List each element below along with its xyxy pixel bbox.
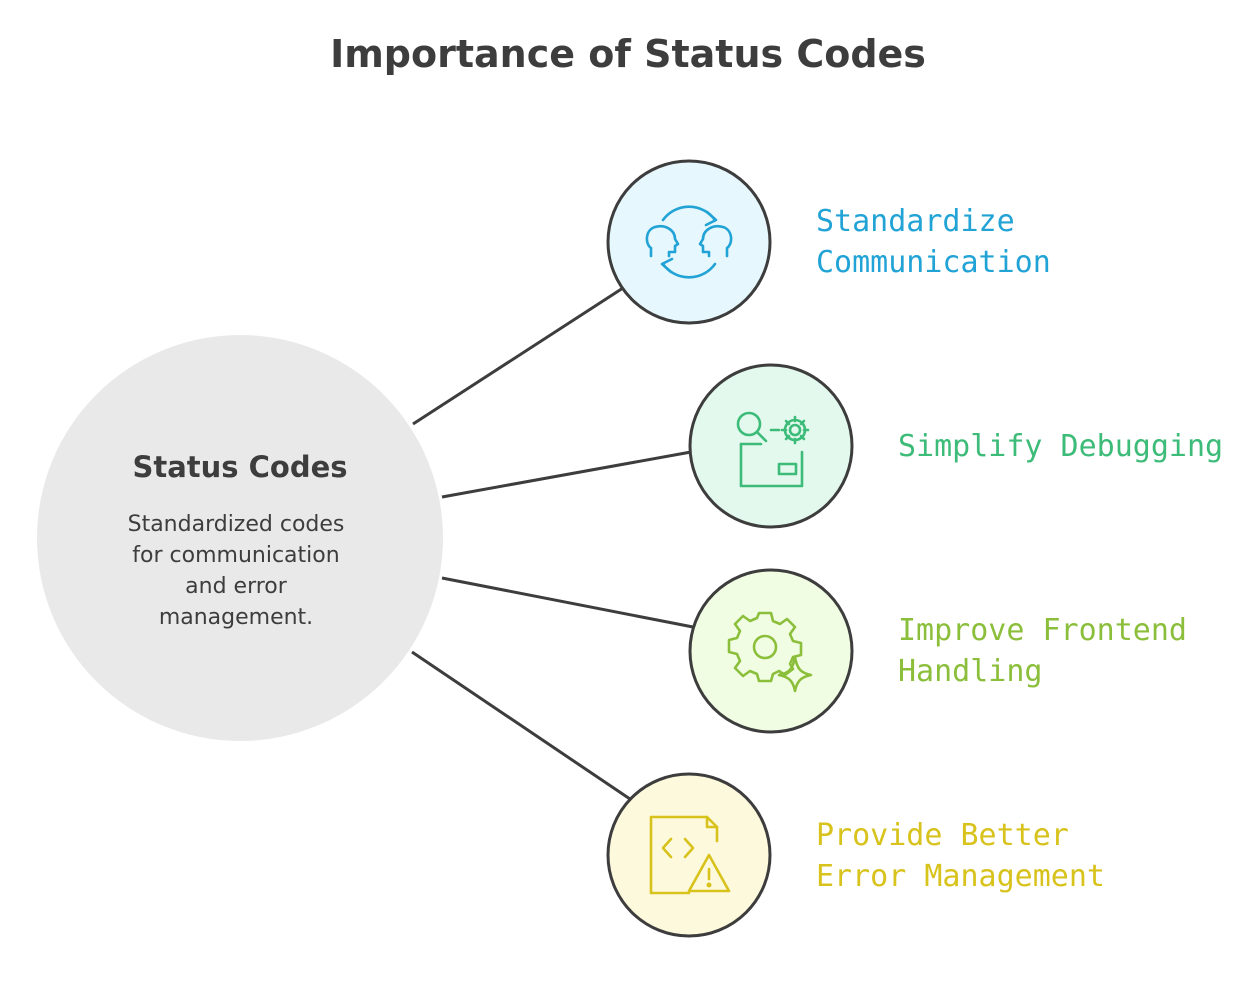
item-label-line: Error Management <box>816 859 1105 894</box>
item-circle <box>688 363 854 529</box>
item-label-line: Communication <box>816 245 1051 280</box>
item-simplify-debugging: Simplify Debugging <box>688 363 1223 529</box>
item-improve-frontend-handling: Improve Frontend Handling <box>688 568 1187 734</box>
connector-line-frontend <box>441 576 694 629</box>
connector-line-debugging <box>441 450 692 499</box>
item-circle <box>606 159 772 325</box>
code-file-warning-icon <box>649 815 731 895</box>
center-node-title: Status Codes <box>132 450 347 484</box>
connector-line-standardize <box>412 286 624 426</box>
item-standardize-communication: Standardize Communication <box>606 159 1051 325</box>
item-circle <box>688 568 854 734</box>
search-debug-gear-icon <box>736 411 810 488</box>
center-node-description-line: for communication <box>132 543 339 568</box>
center-node-description-line: and error <box>185 574 288 599</box>
center-node-circle <box>37 335 443 741</box>
center-node-description-line: management. <box>159 605 313 630</box>
diagram-title: Importance of Status Codes <box>330 32 926 76</box>
item-label-line: Improve Frontend <box>898 613 1187 648</box>
center-node: Status Codes Standardized codes for comm… <box>37 335 443 741</box>
item-circle <box>606 772 772 938</box>
item-label-line: Simplify Debugging <box>898 429 1223 464</box>
center-node-description-line: Standardized codes <box>128 512 345 537</box>
item-provide-better-error-management: Provide Better Error Management <box>606 772 1105 938</box>
connector-line-error <box>411 650 631 801</box>
item-label-line: Handling <box>898 654 1043 689</box>
communication-exchange-icon <box>645 205 733 279</box>
item-label-line: Provide Better <box>816 818 1069 853</box>
gear-sparkle-icon <box>727 611 813 693</box>
item-label-line: Standardize <box>816 204 1015 239</box>
